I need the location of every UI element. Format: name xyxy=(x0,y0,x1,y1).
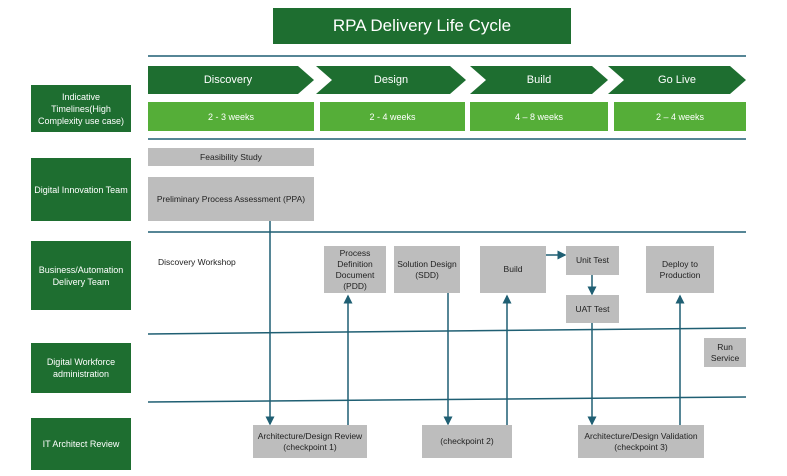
pdd-box: Process Definition Document (PDD) xyxy=(324,246,386,293)
lane-business-automation: Business/Automation Delivery Team xyxy=(31,241,131,310)
timeline-go-live: 2 – 4 weeks xyxy=(614,102,746,131)
timeline-build: 4 – 8 weeks xyxy=(470,102,608,131)
lane-timelines: Indicative Timelines(High Complexity use… xyxy=(31,85,131,132)
deploy-to-production-box: Deploy to Production xyxy=(646,246,714,293)
phase-label-build: Build xyxy=(526,74,552,86)
checkpoint-2-box: (checkpoint 2) xyxy=(422,425,512,458)
phase-chevron-discovery xyxy=(148,66,314,94)
build-box: Build xyxy=(480,246,546,293)
phase-label-discovery: Discovery xyxy=(203,74,253,86)
feasibility-study-box: Feasibility Study xyxy=(148,148,314,166)
uat-test-box: UAT Test xyxy=(566,295,619,323)
phase-label-go-live: Go Live xyxy=(658,74,696,86)
diagram-title: RPA Delivery Life Cycle xyxy=(273,8,571,44)
unit-test-box: Unit Test xyxy=(566,246,619,275)
checkpoint-3-box: Architecture/Design Validation (checkpoi… xyxy=(578,425,704,458)
sdd-box: Solution Design (SDD) xyxy=(394,246,460,293)
phase-chevron-go-live xyxy=(608,66,746,94)
discovery-workshop-label: Discovery Workshop xyxy=(158,257,236,267)
lane-digital-workforce: Digital Workforce administration xyxy=(31,343,131,393)
phase-label-design: Design xyxy=(373,74,409,86)
checkpoint-1-box: Architecture/Design Review (checkpoint 1… xyxy=(253,425,367,458)
lane-it-architect: IT Architect Review xyxy=(31,418,131,470)
phase-chevron-build xyxy=(470,66,608,94)
lane-digital-innovation: Digital Innovation Team xyxy=(31,158,131,221)
phase-chevron-design xyxy=(316,66,466,94)
separator-business-bottom xyxy=(147,327,747,335)
ppa-box: Preliminary Process Assessment (PPA) xyxy=(148,177,314,221)
timeline-design: 2 - 4 weeks xyxy=(320,102,465,131)
run-service-box: Run Service xyxy=(704,338,746,367)
timeline-discovery: 2 - 3 weeks xyxy=(148,102,314,131)
separator-workforce-bottom xyxy=(147,396,747,403)
